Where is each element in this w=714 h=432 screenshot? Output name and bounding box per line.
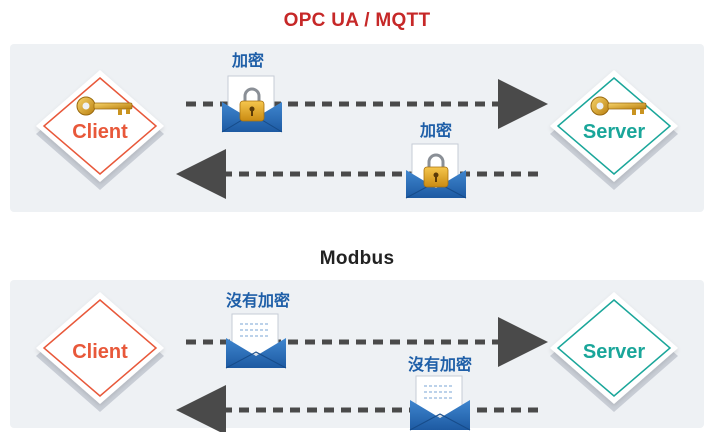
section-title-opcua-mqtt: OPC UA / MQTT bbox=[283, 10, 431, 31]
section-title-modbus: Modbus bbox=[319, 248, 395, 269]
client-node-modbus: Client bbox=[36, 292, 164, 412]
key-icon bbox=[76, 96, 133, 116]
response-label-opcua: 加密 bbox=[419, 121, 452, 140]
envelope-icon bbox=[225, 313, 287, 369]
request-label-modbus: 沒有加密 bbox=[226, 291, 290, 310]
response-label-modbus: 沒有加密 bbox=[408, 355, 472, 374]
server-label: Server bbox=[583, 121, 645, 143]
envelope-icon bbox=[221, 75, 283, 133]
envelope-icon bbox=[409, 375, 471, 431]
envelope-icon bbox=[405, 143, 467, 199]
padlock-icon bbox=[239, 87, 265, 122]
padlock-icon bbox=[423, 153, 449, 188]
server-label: Server bbox=[583, 341, 645, 363]
client-label: Client bbox=[72, 121, 128, 143]
key-icon bbox=[590, 96, 647, 116]
client-label: Client bbox=[72, 341, 128, 363]
request-label-opcua: 加密 bbox=[231, 51, 264, 70]
server-node-modbus: Server bbox=[550, 292, 678, 412]
